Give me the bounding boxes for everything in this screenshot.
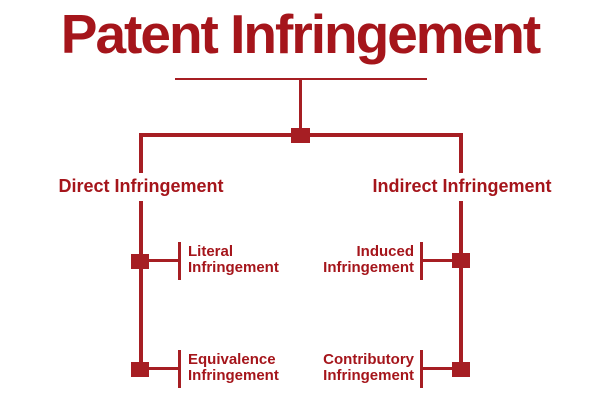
- equivalence-node-square: [131, 362, 149, 377]
- equivalence-infringement-label: Equivalence Infringement: [188, 351, 279, 384]
- induced-tick-mark: [420, 242, 423, 280]
- literal-connector-line: [148, 259, 180, 262]
- induced-connector-line: [423, 259, 453, 262]
- direct-branch-line-upper: [139, 133, 143, 173]
- direct-branch-line-lower: [139, 201, 143, 369]
- diagram-title: Patent Infringement: [60, 3, 541, 65]
- literal-tick-mark: [178, 242, 181, 280]
- literal-infringement-label: Literal Infringement: [188, 243, 279, 276]
- indirect-branch-line-upper: [459, 133, 463, 173]
- induced-infringement-label: Induced Infringement: [323, 243, 414, 276]
- indirect-branch-line-lower: [459, 201, 463, 369]
- contributory-tick-mark: [420, 350, 423, 388]
- direct-infringement-label: Direct Infringement: [58, 176, 224, 196]
- equivalence-tick-mark: [178, 350, 181, 388]
- contributory-infringement-label: Contributory Infringement: [323, 351, 414, 384]
- root-node-square: [291, 128, 310, 143]
- contributory-connector-line: [423, 367, 453, 370]
- contributory-node-square: [452, 362, 470, 377]
- equivalence-connector-line: [148, 367, 180, 370]
- root-drop-line: [299, 78, 302, 136]
- literal-node-square: [131, 254, 149, 269]
- induced-node-square: [452, 253, 470, 268]
- indirect-infringement-label: Indirect Infringement: [372, 176, 552, 196]
